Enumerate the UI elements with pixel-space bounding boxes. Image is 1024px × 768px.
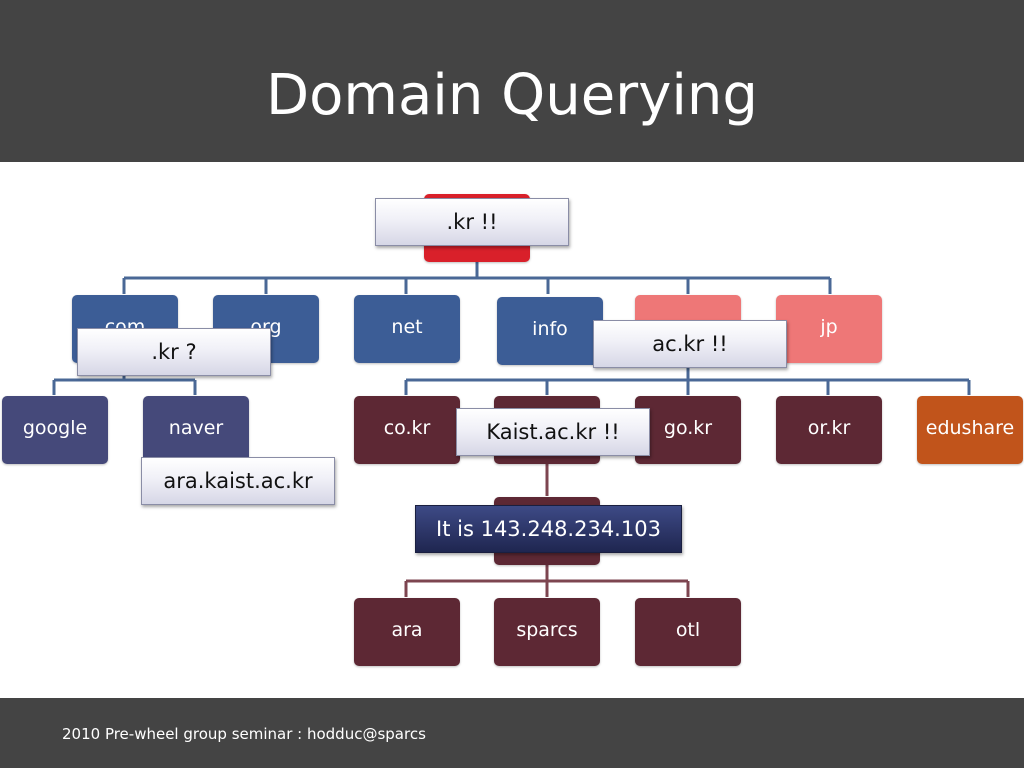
slide-header: Domain Querying bbox=[0, 0, 1024, 162]
node-ara: ara bbox=[354, 598, 460, 666]
callout-root-answer: .kr !! bbox=[375, 198, 569, 246]
node-naver: naver bbox=[143, 396, 249, 464]
slide-title: Domain Querying bbox=[266, 63, 758, 128]
callout-kr-question: .kr ? bbox=[77, 328, 271, 376]
node-info: info bbox=[497, 297, 603, 365]
node-edushare: edushare bbox=[917, 396, 1023, 464]
node-co-kr: co.kr bbox=[354, 396, 460, 464]
node-go-kr: go.kr bbox=[635, 396, 741, 464]
node-google: google bbox=[2, 396, 108, 464]
domain-tree-diagram: com org net info jp google naver co.kr g… bbox=[0, 162, 1024, 698]
node-net: net bbox=[354, 295, 460, 363]
callout-ac-answer: Kaist.ac.kr !! bbox=[456, 408, 650, 456]
node-jp: jp bbox=[776, 295, 882, 363]
node-or-kr: or.kr bbox=[776, 396, 882, 464]
node-otl: otl bbox=[635, 598, 741, 666]
callout-kr-answer: ac.kr !! bbox=[593, 320, 787, 368]
callout-query: ara.kaist.ac.kr bbox=[141, 457, 335, 505]
footer-text: 2010 Pre-wheel group seminar : hodduc@sp… bbox=[62, 725, 426, 743]
slide-footer: 2010 Pre-wheel group seminar : hodduc@sp… bbox=[0, 698, 1024, 768]
node-sparcs: sparcs bbox=[494, 598, 600, 666]
tree-connectors bbox=[52, 262, 971, 597]
callout-ip-answer: It is 143.248.234.103 bbox=[415, 505, 682, 553]
